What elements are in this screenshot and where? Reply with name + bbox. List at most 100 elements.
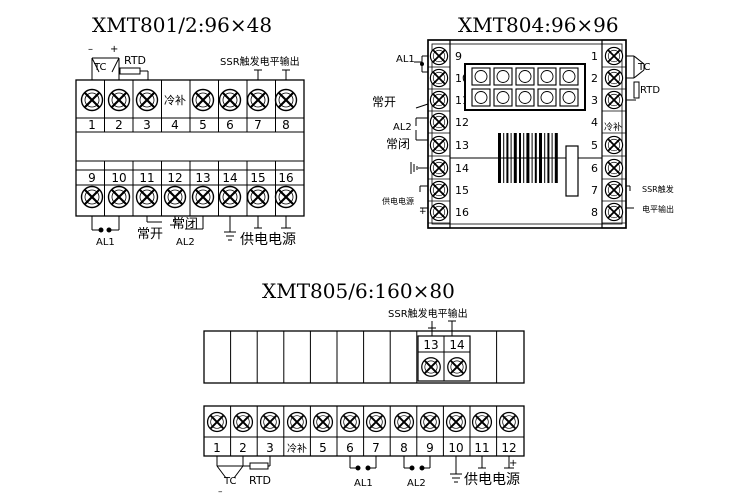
xmt801-normally-open-label: 常开 (137, 227, 163, 242)
xmt801-terminal-number: 13 (195, 171, 210, 185)
xmt804-plus-label: + (419, 207, 427, 217)
xmt801-terminal-number: 1 (88, 118, 96, 132)
xmt801-screw-bottom-16 (274, 185, 298, 209)
xmt804-screw-right-2 (604, 68, 624, 88)
xmt804-screw-left-15 (429, 180, 449, 200)
xmt804-screw-left-16 (429, 202, 449, 222)
xmt804-terminal-number: 6 (591, 162, 598, 175)
xmt805-terminal-number: 8 (400, 441, 408, 455)
xmt804-button-knob (474, 91, 488, 104)
xmt801-terminal-number: 7 (254, 118, 262, 132)
xmt804-barcode-bar (503, 133, 505, 183)
xmt801-title: XMT801/2:96×48 (92, 13, 272, 37)
xmt804-screw-right-8 (604, 202, 624, 222)
xmt801-bottom-screws (80, 185, 298, 209)
xmt804-ssr-line1: SSR触发 (642, 184, 674, 194)
xmt801-terminal-number: 9 (88, 171, 96, 185)
xmt801-terminal-number: 4 (171, 118, 179, 132)
xmt805-al2-label: AL2 (407, 478, 426, 489)
xmt804-barcode-bar (523, 133, 525, 183)
xmt804-button-knob (496, 91, 510, 104)
xmt801-terminal-number: 5 (199, 118, 207, 132)
xmt801-screw-bottom-13 (191, 185, 215, 209)
xmt804-normally-open-label: 常开 (372, 95, 396, 109)
xmt801-screw-bottom-15 (246, 185, 270, 209)
xmt805-terminal-number: 9 (426, 441, 434, 455)
xmt805-terminal-number: 冷补 (287, 442, 307, 455)
xmt801-terminal-number: 11 (139, 171, 154, 185)
xmt805-ssr-wiring (428, 320, 456, 336)
xmt801-screw-top-2 (107, 88, 131, 112)
xmt804-button-knob (562, 70, 576, 83)
xmt805-screw-bottom-5 (312, 411, 334, 433)
xmt805-terminal-block (203, 405, 525, 457)
xmt805-screw-bottom-7 (365, 411, 387, 433)
xmt801-tc-label: TC (93, 62, 107, 73)
xmt801-terminal-block (75, 79, 305, 217)
xmt801-terminal-number: 10 (111, 171, 126, 185)
xmt801-screw-top-6 (218, 88, 242, 112)
xmt804-screw-left-14 (429, 158, 449, 178)
xmt804-terminal-number: 12 (455, 116, 469, 129)
xmt805-terminal-number: 13 (423, 338, 438, 352)
xmt801-ssr-wiring (254, 69, 290, 80)
xmt805-terminal-number: 6 (346, 441, 354, 455)
xmt804-terminal-number: 15 (455, 184, 469, 197)
xmt804-screw-right-5 (604, 135, 624, 155)
xmt805-screw-bottom-10 (445, 411, 467, 433)
xmt801-terminal-number: 3 (143, 118, 151, 132)
xmt804-left-terminals (428, 46, 450, 224)
xmt801-compensation-label: 冷补 (164, 94, 186, 107)
xmt805-screw-bottom-6 (339, 411, 361, 433)
xmt805-terminal-number: 1 (213, 441, 221, 455)
xmt804-terminal-number: 3 (591, 94, 598, 107)
xmt804-screw-right-1 (604, 46, 624, 66)
xmt804-terminal-number: 16 (455, 206, 469, 219)
xmt804-button-knob (518, 91, 532, 104)
xmt805-bottom-wiring (216, 456, 514, 483)
xmt804-al2-label: AL2 (393, 122, 412, 133)
xmt801-screw-top-7 (246, 88, 270, 112)
xmt805-minus-label: – (218, 487, 223, 497)
xmt804-al1-label: AL1 (396, 54, 415, 65)
xmt804-barcode-bar (510, 133, 512, 183)
xmt801-terminal-number: 15 (250, 171, 265, 185)
xmt804-barcode-bar (551, 133, 553, 183)
xmt804-button-knob (518, 70, 532, 83)
xmt801-rtd-label: RTD (124, 54, 146, 67)
xmt805-screw-bottom-2 (232, 411, 254, 433)
xmt801-al1-label: AL1 (96, 237, 115, 248)
xmt804-button-knob (540, 70, 554, 83)
xmt805-terminal-number: 3 (266, 441, 274, 455)
xmt804-terminal-number: 2 (591, 72, 598, 85)
xmt801-terminal-number: 16 (278, 171, 293, 185)
xmt804-button-knob (496, 70, 510, 83)
xmt804-barcode-bar (534, 133, 537, 183)
xmt804-rtd-label: RTD (640, 85, 660, 96)
xmt804-terminal-number: 4 (591, 116, 598, 129)
xmt804-screw-left-10 (429, 68, 449, 88)
xmt801-screw-top-3 (135, 88, 159, 112)
xmt805-terminal-number: 2 (239, 441, 247, 455)
xmt801-sensor-wiring (91, 57, 149, 80)
xmt805-terminal-number: 12 (501, 441, 516, 455)
xmt804-terminal-number: 13 (455, 139, 469, 152)
xmt804-screw-right-3 (604, 90, 624, 110)
xmt801-terminal-number: 8 (282, 118, 290, 132)
xmt804-screw-right-6 (604, 158, 624, 178)
xmt801-terminal-number: 14 (222, 171, 237, 185)
xmt804-terminal-number: 14 (455, 162, 469, 175)
xmt801-minus-label: – (88, 44, 93, 55)
xmt804-housing (427, 39, 627, 229)
xmt804-right-wiring (626, 55, 645, 209)
xmt801-screw-top-1 (80, 88, 104, 112)
xmt805-terminal-number: 10 (448, 441, 463, 455)
xmt804-barcode-bar (544, 133, 546, 183)
xmt805-screw-bottom-3 (259, 411, 281, 433)
